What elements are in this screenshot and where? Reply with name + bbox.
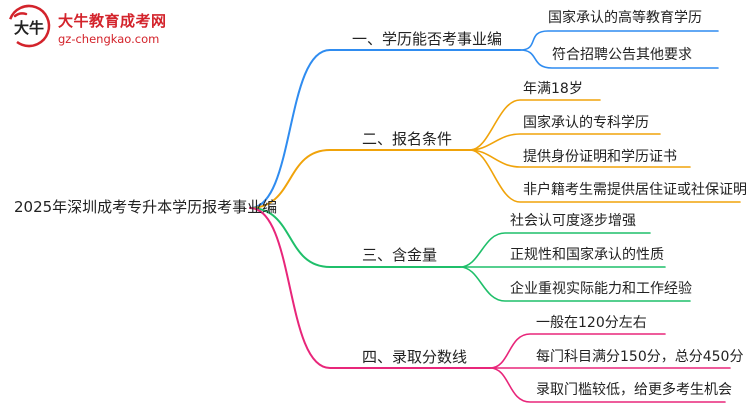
branch-2-leaf-1: 年满18岁 xyxy=(523,81,583,97)
branch-1-leaf-1-connector xyxy=(519,30,719,51)
branch-4-leaf-2: 每门科目满分150分，总分450分 xyxy=(536,349,744,365)
branch-1-leaf-2-connector xyxy=(519,49,719,69)
branch-2-connector xyxy=(249,149,471,209)
branch-4-label: 四、录取分数线 xyxy=(362,348,468,366)
logo-name: 大牛教育成考网 xyxy=(58,12,167,30)
branch-2-leaf-4: 非户籍考生需提供居住证或社保证明 xyxy=(523,182,747,198)
branch-2-leaf-2-connector xyxy=(469,133,661,151)
branch-1-leaf-2: 符合招聘公告其他要求 xyxy=(552,47,692,63)
branch-4-leaf-3-connector xyxy=(489,367,726,403)
branch-2-leaf-2: 国家承认的专科学历 xyxy=(523,115,649,131)
branch-3-connector xyxy=(249,207,461,268)
branch-2-leaf-1-connector xyxy=(469,99,601,151)
branch-1-label: 一、学历能否考事业编 xyxy=(352,30,503,48)
branch-4-leaf-3: 录取门槛较低，给更多考生机会 xyxy=(536,382,732,398)
branch-4-connector xyxy=(249,207,491,369)
branch-3-label: 三、含金量 xyxy=(362,246,438,264)
branch-1-connector xyxy=(249,49,521,209)
site-logo[interactable]: 大牛 大牛教育成考网 gz-chengkao.com xyxy=(4,2,174,52)
branch-4-leaf-1-connector xyxy=(489,333,666,369)
logo-url: gz-chengkao.com xyxy=(58,32,160,46)
branch-3-leaf-1-connector xyxy=(459,232,651,268)
branch-3-leaf-3: 企业重视实际能力和工作经验 xyxy=(510,281,692,297)
logo-mark-text: 大牛 xyxy=(14,19,44,37)
branch-4-leaf-1: 一般在120分左右 xyxy=(536,315,647,331)
branch-3-leaf-1: 社会认可度逐步增强 xyxy=(510,213,636,229)
logo-mark-icon: 大牛 xyxy=(7,4,51,48)
branch-2-label: 二、报名条件 xyxy=(362,130,453,148)
branch-2-leaf-3-connector xyxy=(469,149,691,168)
branch-2-leaf-4-connector xyxy=(469,149,741,203)
root-topic: 2025年深圳成考专升本学历报考事业编 xyxy=(14,198,278,216)
branch-1-leaf-1: 国家承认的高等教育学历 xyxy=(548,10,702,26)
branch-2-leaf-3: 提供身份证明和学历证书 xyxy=(523,149,677,165)
branch-3-leaf-3-connector xyxy=(459,266,691,302)
branch-3-leaf-2: 正规性和国家承认的性质 xyxy=(510,247,664,263)
